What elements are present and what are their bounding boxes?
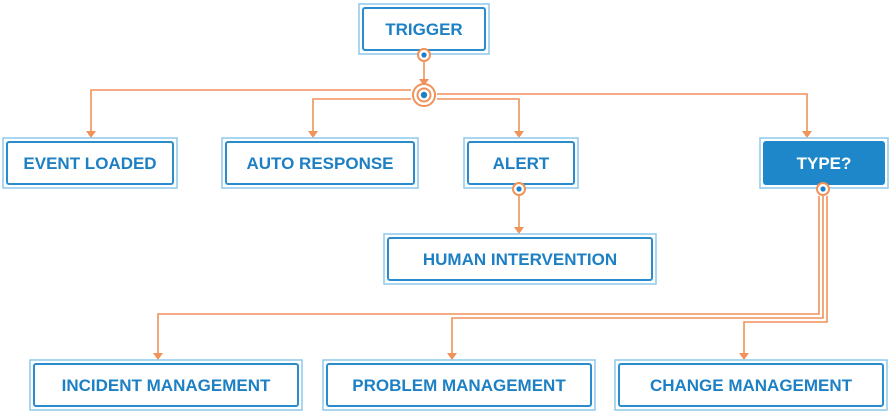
connector-alert: [437, 98, 520, 132]
connector-problem-management: [451, 196, 824, 354]
connector-type: [437, 93, 808, 132]
node-type[interactable]: TYPE?: [759, 137, 889, 189]
node-change-management[interactable]: CHANGE MANAGEMENT: [614, 359, 888, 411]
arrow-problem-management: [447, 353, 457, 360]
port-type: [816, 182, 830, 196]
node-trigger-label: TRIGGER: [385, 20, 462, 39]
connector-incident-management: [157, 196, 820, 354]
connector-auto-response: [312, 98, 411, 132]
port-alert: [512, 182, 526, 196]
node-human-intervention[interactable]: HUMAN INTERVENTION: [383, 233, 657, 285]
node-auto-response[interactable]: AUTO RESPONSE: [221, 137, 419, 189]
arrow-human-intervention: [514, 227, 524, 234]
connector-change-management: [743, 196, 828, 354]
arrow-type: [802, 131, 812, 138]
node-problem-management[interactable]: PROBLEM MANAGEMENT: [322, 359, 596, 411]
node-auto-response-label: AUTO RESPONSE: [246, 154, 393, 173]
arrow-hub: [419, 79, 429, 86]
hub-junction: [412, 83, 436, 107]
node-human-intervention-label: HUMAN INTERVENTION: [423, 250, 617, 269]
node-trigger[interactable]: TRIGGER: [358, 3, 490, 55]
connectors: [86, 62, 828, 360]
node-problem-management-label: PROBLEM MANAGEMENT: [352, 376, 566, 395]
node-type-label: TYPE?: [797, 154, 852, 173]
arrow-change-management: [739, 353, 749, 360]
port-trigger: [417, 48, 431, 62]
arrow-alert: [514, 131, 524, 138]
node-change-management-label: CHANGE MANAGEMENT: [650, 376, 853, 395]
node-alert[interactable]: ALERT: [463, 137, 579, 189]
node-alert-label: ALERT: [493, 154, 550, 173]
connector-event-loaded: [90, 89, 411, 132]
node-event-loaded-label: EVENT LOADED: [23, 154, 156, 173]
arrow-incident-management: [153, 353, 163, 360]
arrow-auto-response: [308, 131, 318, 138]
arrow-event-loaded: [86, 131, 96, 138]
node-incident-management[interactable]: INCIDENT MANAGEMENT: [29, 359, 303, 411]
node-incident-management-label: INCIDENT MANAGEMENT: [62, 376, 271, 395]
node-event-loaded[interactable]: EVENT LOADED: [2, 137, 178, 189]
